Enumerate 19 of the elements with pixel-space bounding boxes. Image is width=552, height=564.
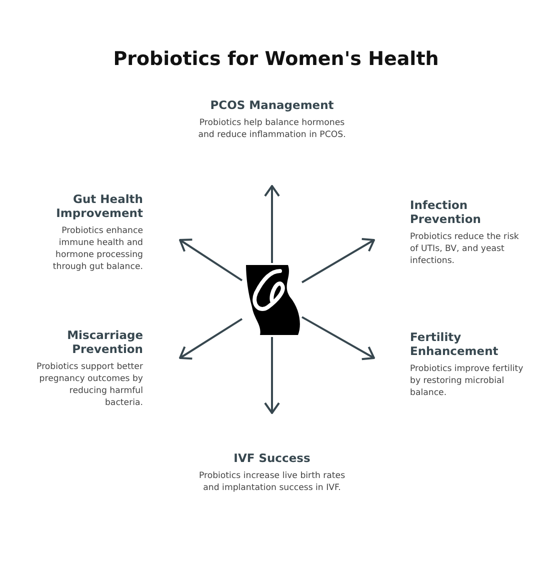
node-description: Probiotics help balance hormones and reduce inflammation in PCOS.	[197, 117, 347, 141]
arrow	[264, 337, 280, 414]
node-description: Probiotics increase live birth rates and implantation success in IVF.	[198, 470, 346, 494]
node-description: Probiotics reduce the risk of UTIs, BV, and yeast infections.	[410, 231, 520, 267]
node-heading: Miscarriage Prevention	[66, 328, 143, 356]
node-heading: Fertility Enhancement	[410, 330, 500, 358]
arrow	[302, 238, 375, 284]
arrow	[264, 185, 280, 263]
node-heading: IVF Success	[232, 451, 312, 465]
diagram-title: Probiotics for Women's Health	[112, 48, 440, 70]
arrow	[302, 316, 375, 360]
node-description: Probiotics support better pregnancy outcomes by reducing harmful bacteria.	[36, 361, 143, 409]
arrow	[179, 318, 243, 360]
node-heading: PCOS Management	[209, 98, 335, 112]
node-description: Probiotics enhance immune health and hormone processing through gut balance.	[52, 225, 143, 273]
node-description: Probiotics improve fertility by restoring microbial balance.	[410, 363, 524, 399]
node-heading: Gut Health Improvement	[55, 192, 143, 220]
node-heading: Infection Prevention	[410, 198, 482, 226]
arrow	[179, 238, 243, 282]
